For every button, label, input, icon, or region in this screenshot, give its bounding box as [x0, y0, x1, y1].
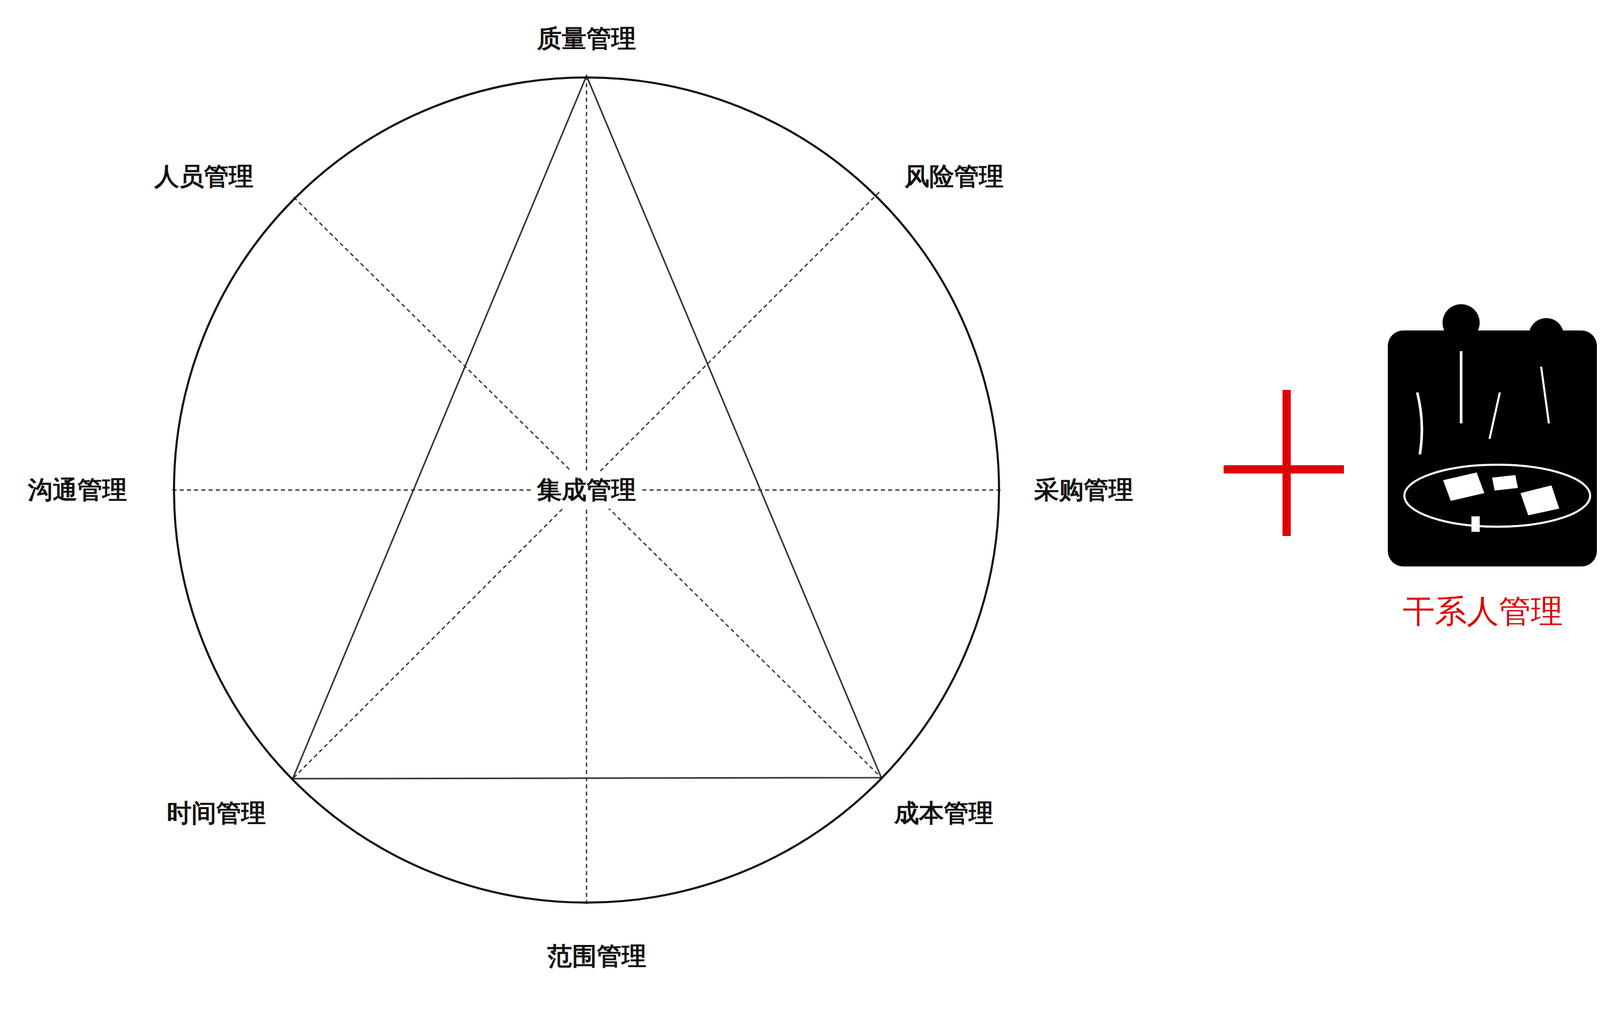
area-label: 沟通管理 [24, 472, 131, 508]
triangle [292, 75, 882, 779]
area-label: 范围管理 [544, 938, 650, 974]
dashed-spokes [172, 75, 1001, 905]
area-label: 成本管理 [891, 795, 997, 831]
area-label: 风险管理 [901, 159, 1007, 195]
center-label: 集成管理 [532, 471, 641, 509]
stakeholder-illustration [1387, 304, 1597, 567]
area-label: 质量管理 [533, 21, 640, 57]
circle-node: 集成管理 [172, 75, 1001, 905]
area-label: 人员管理 [151, 159, 257, 195]
area-label: 时间管理 [163, 795, 269, 831]
area-label: 采购管理 [1031, 472, 1137, 508]
plus-sign [1223, 389, 1344, 536]
stakeholder-caption: 干系人管理 [1399, 588, 1566, 635]
